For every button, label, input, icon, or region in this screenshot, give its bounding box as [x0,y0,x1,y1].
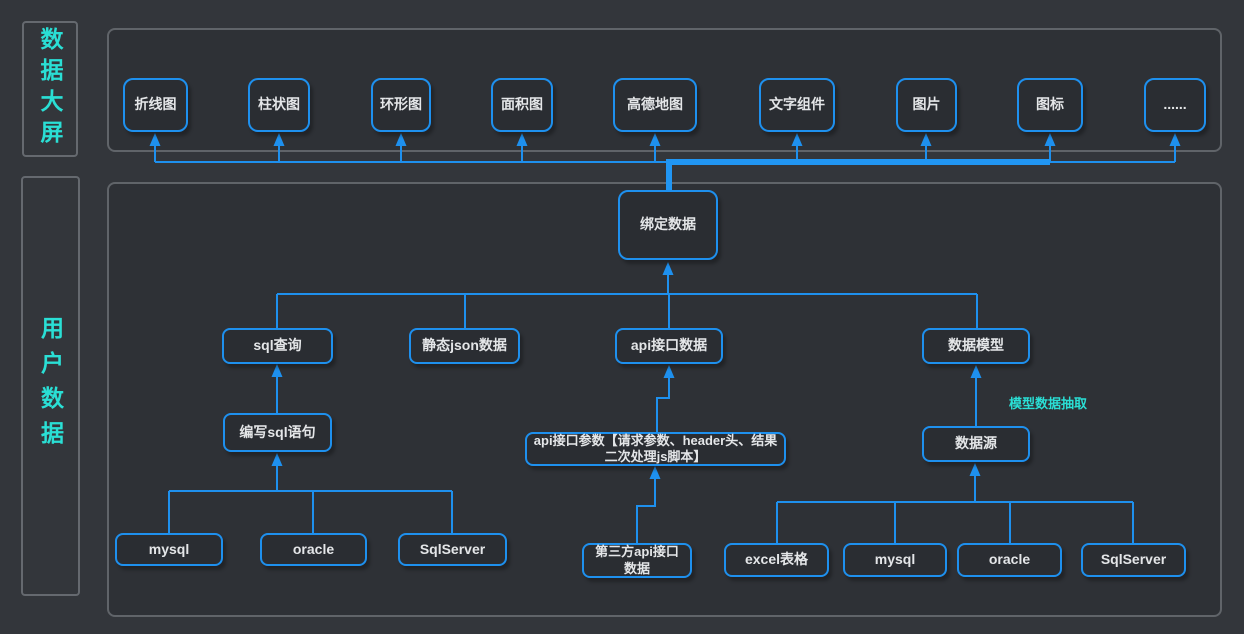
section-label-user-data[interactable]: 用户数据 [21,176,80,596]
node-area-chart[interactable]: 面积图 [491,78,553,132]
section-label-data-screen-text: 数据大屏 [37,27,63,151]
node-image[interactable]: 图片 [896,78,957,132]
node-bind-data[interactable]: 绑定数据 [618,190,718,260]
node-icon[interactable]: 图标 [1017,78,1083,132]
node-sqlserver-left[interactable]: SqlServer [398,533,507,566]
node-write-sql[interactable]: 编写sql语句 [223,413,332,452]
node-api-data[interactable]: api接口数据 [615,328,723,364]
node-data-model[interactable]: 数据模型 [922,328,1030,364]
node-third-party-api[interactable]: 第三方api接口数据 [582,543,692,578]
node-api-params[interactable]: api接口参数【请求参数、header头、结果二次处理js脚本】 [525,432,786,466]
node-mysql-left[interactable]: mysql [115,533,223,566]
node-static-json[interactable]: 静态json数据 [409,328,520,364]
node-more[interactable]: ...... [1144,78,1206,132]
node-bar-chart[interactable]: 柱状图 [248,78,310,132]
section-label-user-data-text: 用户数据 [37,316,64,456]
node-sqlserver-right[interactable]: SqlServer [1081,543,1186,577]
node-sql-query[interactable]: sql查询 [222,328,333,364]
node-ring-chart[interactable]: 环形图 [371,78,431,132]
node-excel[interactable]: excel表格 [724,543,829,577]
node-data-source[interactable]: 数据源 [922,426,1030,462]
node-oracle-left[interactable]: oracle [260,533,367,566]
node-oracle-right[interactable]: oracle [957,543,1062,577]
node-amap[interactable]: 高德地图 [613,78,697,132]
section-label-data-screen[interactable]: 数据大屏 [22,21,78,157]
node-mysql-right[interactable]: mysql [843,543,947,577]
edge-label-model-extract[interactable]: 模型数据抽取 [1009,396,1088,411]
node-text-widget[interactable]: 文字组件 [759,78,835,132]
node-line-chart[interactable]: 折线图 [123,78,188,132]
